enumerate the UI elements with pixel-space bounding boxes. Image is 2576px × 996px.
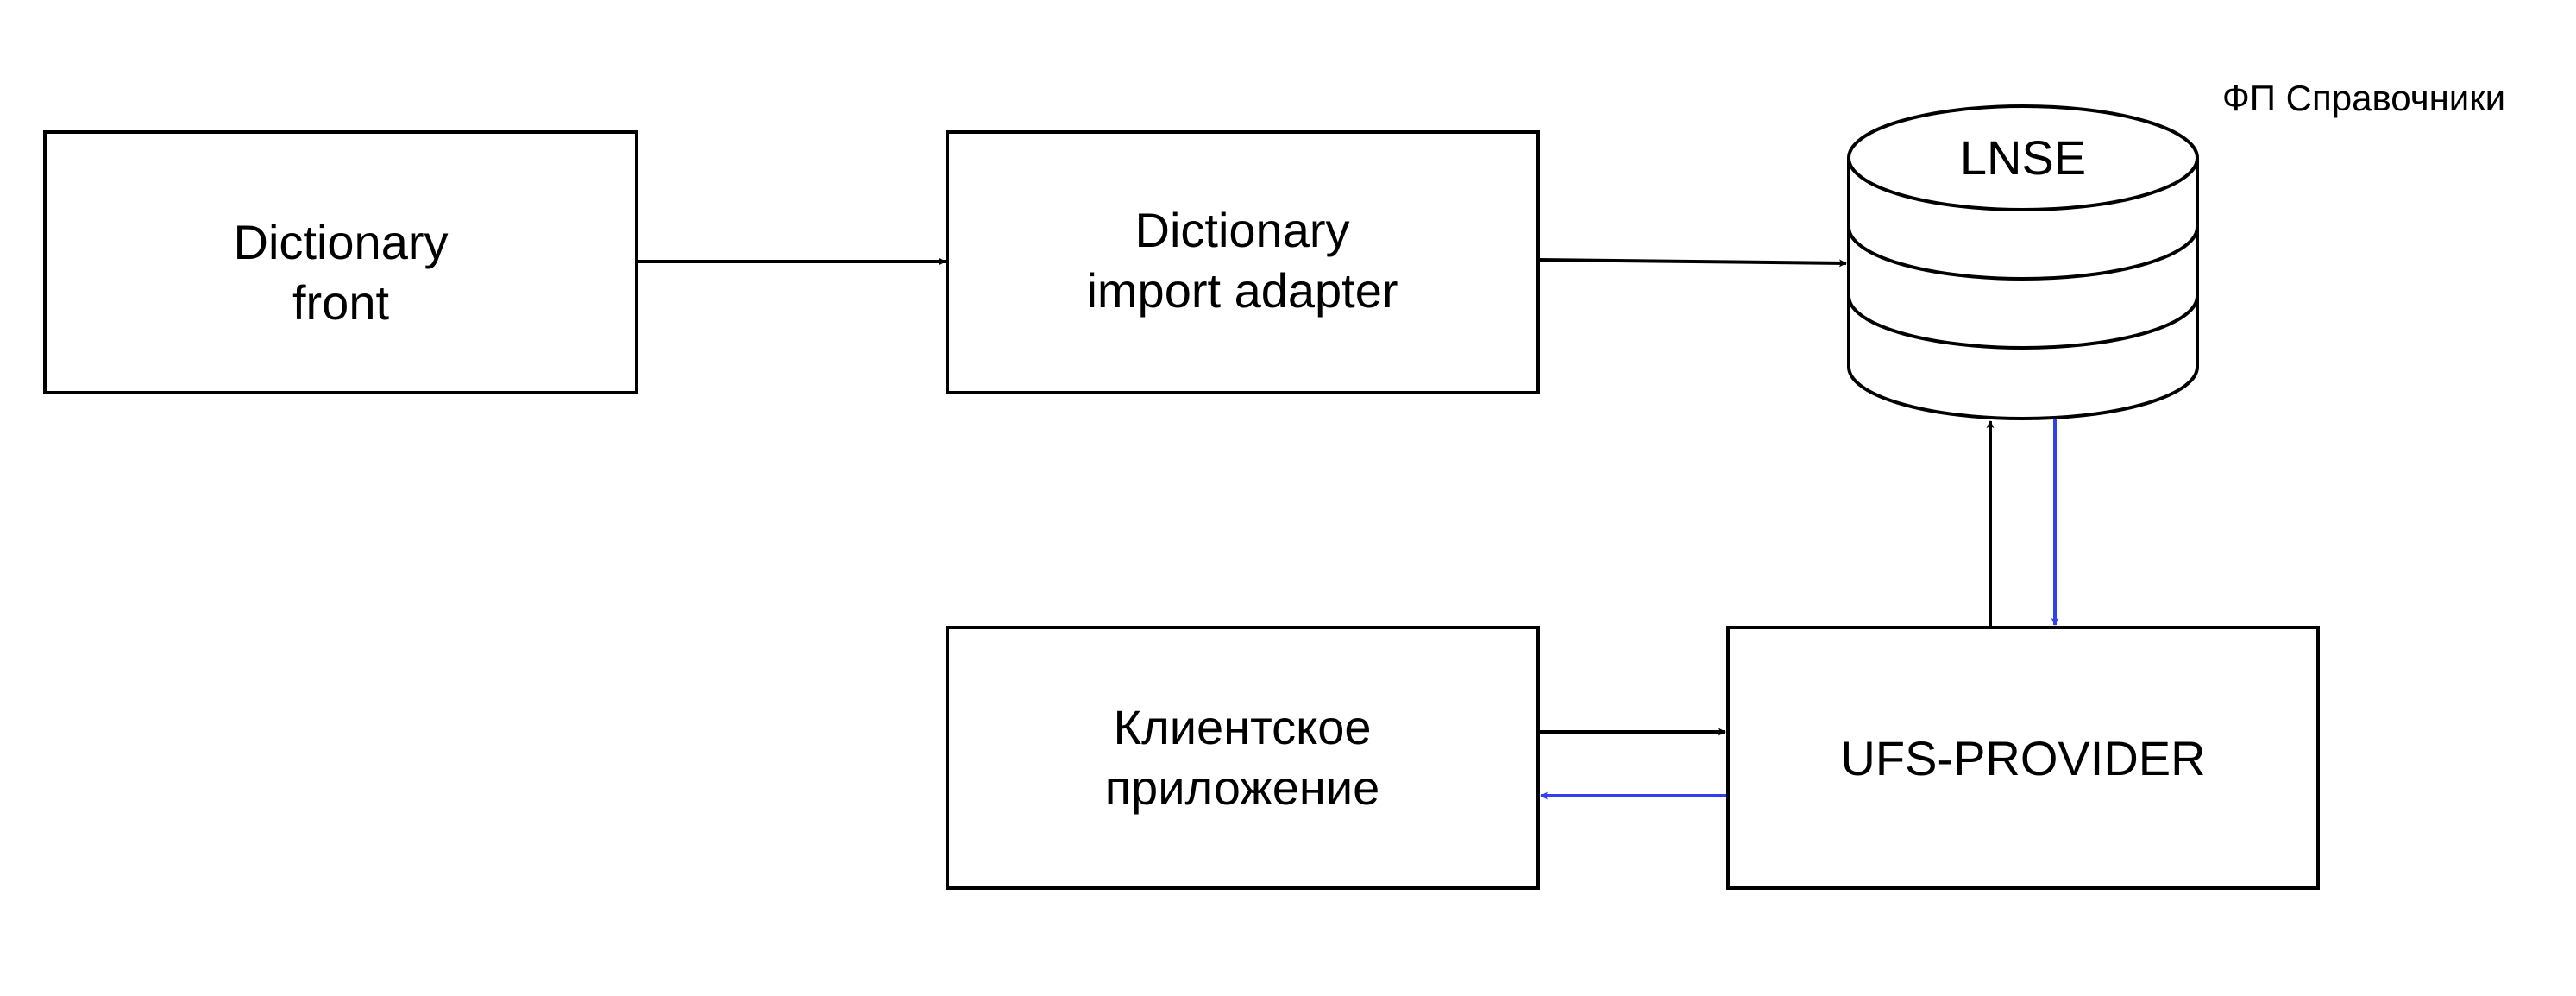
node-ufs-provider: UFS-PROVIDER (1726, 626, 2320, 890)
node-import-adapter-line-2: import adapter (1086, 263, 1398, 318)
node-import-adapter: Dictionary import adapter (946, 130, 1540, 394)
group-caption: ФП Справочники (2222, 78, 2505, 118)
node-dictionary-front-line-2: front (292, 275, 389, 330)
node-lnse-label: LNSE (1960, 130, 2086, 185)
node-ufs-provider-label: UFS-PROVIDER (1840, 731, 2205, 785)
node-lnse-database: LNSE (1847, 104, 2199, 420)
node-dictionary-front: Dictionary front (43, 130, 638, 394)
edge-adapter-to-lnse (1537, 258, 1847, 268)
node-client-app-line-2: приложение (1105, 760, 1380, 815)
node-client-app-line-1: Клиентское (1113, 700, 1371, 754)
node-dictionary-front-line-1: Dictionary (234, 215, 449, 269)
node-client-app: Клиентское приложение (946, 626, 1540, 890)
node-import-adapter-line-1: Dictionary (1135, 203, 1350, 257)
